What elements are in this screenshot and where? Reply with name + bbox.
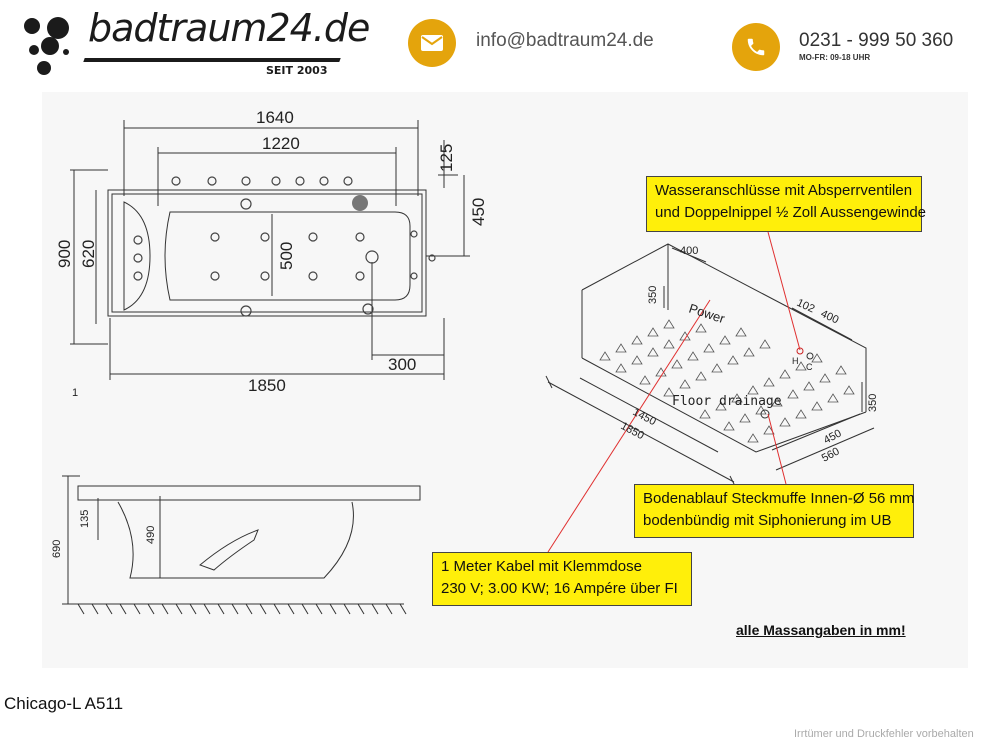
dim-125: 125 (437, 144, 456, 172)
email-button[interactable] (408, 19, 456, 67)
phone-icon (747, 38, 765, 56)
water-note-line-2: und Doppelnippel ½ Zoll Aussengewinde (655, 204, 927, 221)
water-note-line-1: Wasseranschlüsse mit Absperrventilen (655, 182, 913, 199)
iso-label-c: C (806, 362, 813, 372)
dim-1640: 1640 (256, 108, 294, 127)
iso-dim-350-left: 350 (647, 286, 659, 304)
dim-135: 135 (79, 510, 91, 528)
logo-bubbles-icon (24, 17, 69, 75)
logo-text: badtraum24.de (88, 6, 370, 50)
logo-tagline: SEIT 2003 (266, 64, 328, 77)
email-link[interactable]: info@badtraum24.de (476, 30, 654, 51)
dim-900: 900 (55, 240, 74, 268)
phone-link[interactable]: 0231 - 999 50 360 (799, 30, 954, 51)
water-connection-note: Wasseranschlüsse mit Absperrventilen und… (646, 176, 927, 232)
envelope-icon (421, 35, 443, 51)
iso-dim-350-right: 350 (867, 394, 879, 412)
iso-dim-560: 560 (820, 445, 842, 464)
dim-620: 620 (79, 240, 98, 268)
iso-label-h: H (792, 356, 799, 366)
dim-1220: 1220 (262, 134, 300, 153)
power-cable-note: 1 Meter Kabel mit Klemmdose 230 V; 3.00 … (432, 552, 692, 606)
disclaimer-text: Irrtümer und Druckfehler vorbehalten (794, 728, 974, 740)
iso-dim-400-top: 400 (680, 245, 698, 257)
dim-1850: 1850 (248, 376, 286, 395)
logo[interactable] (20, 8, 350, 83)
drain-note-line-2: bodenbündig mit Siphonierung im UB (643, 512, 892, 529)
dim-300: 300 (388, 355, 416, 374)
cable-note-line-1: 1 Meter Kabel mit Klemmdose (441, 558, 642, 575)
floor-drainage-label: Floor drainage (672, 394, 782, 409)
dim-500: 500 (277, 242, 296, 270)
dim-690: 690 (51, 540, 63, 558)
iso-dim-450: 450 (822, 427, 844, 446)
iso-dim-1850: 1850 (619, 420, 646, 442)
iso-power-label: Power (687, 301, 727, 327)
phone-button[interactable] (732, 23, 780, 71)
floor-drain-note: Bodenablauf Steckmuffe Innen-Ø 56 mm bod… (634, 484, 915, 538)
product-caption: Chicago-L A511 (4, 694, 124, 713)
dim-450: 450 (469, 198, 488, 226)
iso-dim-400-right: 400 (819, 308, 841, 327)
dim-490: 490 (145, 526, 157, 544)
measurement-note: alle Massangaben in mm! (736, 622, 906, 638)
drain-note-line-1: Bodenablauf Steckmuffe Innen-Ø 56 mm (643, 490, 915, 507)
view-marker: 1 (72, 387, 78, 399)
cable-note-line-2: 230 V; 3.00 KW; 16 Ampére über FI (441, 580, 678, 597)
iso-dim-102: 102 (795, 297, 817, 316)
opening-hours: MO-FR: 09-18 UHR (799, 53, 871, 62)
